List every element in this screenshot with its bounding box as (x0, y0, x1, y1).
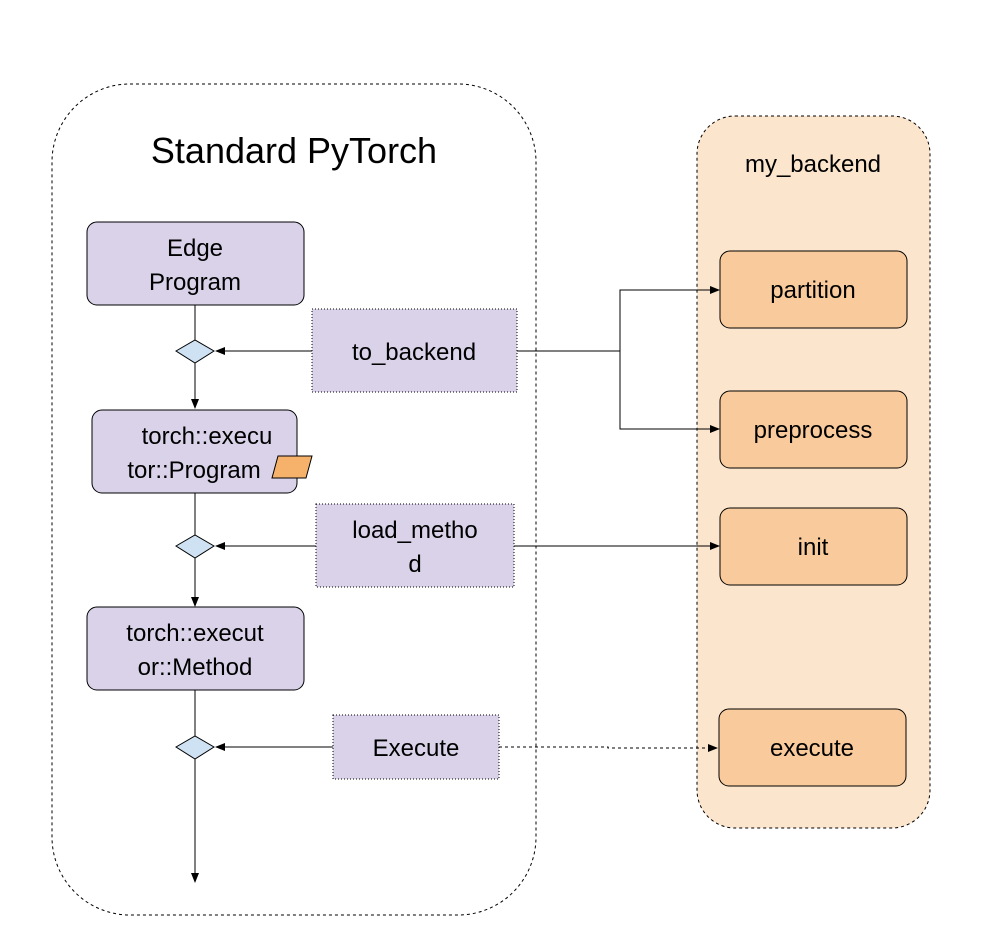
diamond-to-backend-icon (175, 339, 215, 364)
my-backend-title: my_backend (745, 151, 881, 178)
preprocess-box[interactable] (719, 390, 908, 469)
load-method-line-1: load_metho (352, 517, 477, 544)
standard-pytorch-group: Standard PyTorch (51, 83, 537, 916)
preprocess-label: preprocess (754, 417, 873, 444)
standard-pytorch-container (51, 83, 537, 916)
backend-step-preprocess[interactable]: preprocess (719, 390, 908, 469)
arrow-execute-backend (499, 744, 718, 752)
edge-program-box[interactable] (86, 221, 305, 306)
edge-program-line-2: Program (149, 269, 241, 296)
executor-program-line-2: tor::Program (127, 457, 260, 484)
node-executor-method[interactable]: torch::execut or::Method (86, 606, 305, 691)
arrow-to-backend-partition (517, 286, 720, 352)
backend-execute-box[interactable] (718, 708, 907, 787)
action-to-backend[interactable]: to_backend (311, 308, 518, 393)
executor-method-line-2: or::Method (138, 654, 253, 681)
edge-program-line-1: Edge (167, 235, 223, 262)
partition-label: partition (770, 277, 855, 304)
partition-box[interactable] (719, 250, 908, 329)
init-label: init (798, 534, 829, 561)
action-execute[interactable]: Execute (332, 714, 500, 780)
executor-method-box[interactable] (86, 606, 305, 691)
backend-step-init[interactable]: init (719, 507, 908, 586)
backend-execute-label: execute (770, 735, 854, 762)
program-data-parallelogram-icon (271, 455, 313, 479)
execute-action-label: Execute (373, 735, 460, 762)
action-load-method[interactable]: load_metho d (315, 503, 515, 588)
arrow-to-backend-preprocess (619, 351, 720, 433)
executor-program-box[interactable] (91, 409, 298, 494)
diamond-load-method-icon (175, 534, 215, 559)
execute-action-box[interactable] (332, 714, 500, 780)
node-edge-program[interactable]: Edge Program (86, 221, 305, 306)
load-method-box[interactable] (315, 503, 515, 588)
backend-step-partition[interactable]: partition (719, 250, 908, 329)
horizontal-connectors (215, 286, 720, 752)
backend-step-execute[interactable]: execute (718, 708, 907, 787)
load-method-line-2: d (408, 551, 421, 578)
executor-method-line-1: torch::execut (126, 620, 264, 647)
standard-pytorch-title: Standard PyTorch (151, 130, 437, 171)
node-executor-program[interactable]: torch::execu tor::Program (91, 409, 313, 494)
to-backend-box[interactable] (311, 308, 518, 393)
init-box[interactable] (719, 507, 908, 586)
executor-program-line-1: torch::execu (142, 423, 273, 450)
decision-diamonds (175, 339, 215, 760)
diamond-execute-icon (175, 735, 215, 760)
to-backend-label: to_backend (352, 339, 476, 366)
